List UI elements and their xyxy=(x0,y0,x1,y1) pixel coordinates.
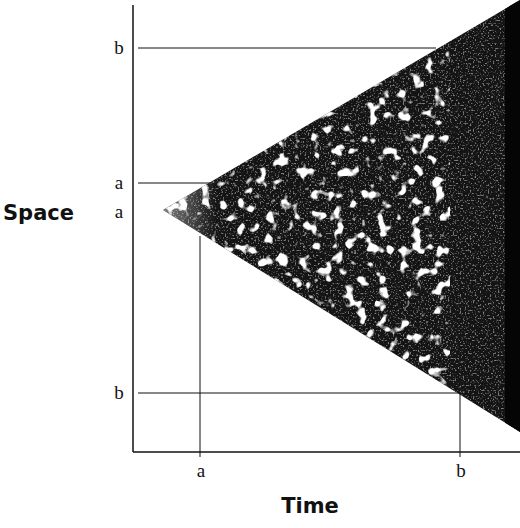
time-tick: a xyxy=(197,461,205,480)
time-tick: b xyxy=(456,461,466,480)
space-tick: b xyxy=(114,38,124,57)
space-tick: a xyxy=(115,173,123,192)
axis-title: Space xyxy=(3,203,74,224)
space-tick: b xyxy=(114,383,124,402)
axis-title: Time xyxy=(281,496,339,517)
space-tick: a xyxy=(115,202,123,221)
